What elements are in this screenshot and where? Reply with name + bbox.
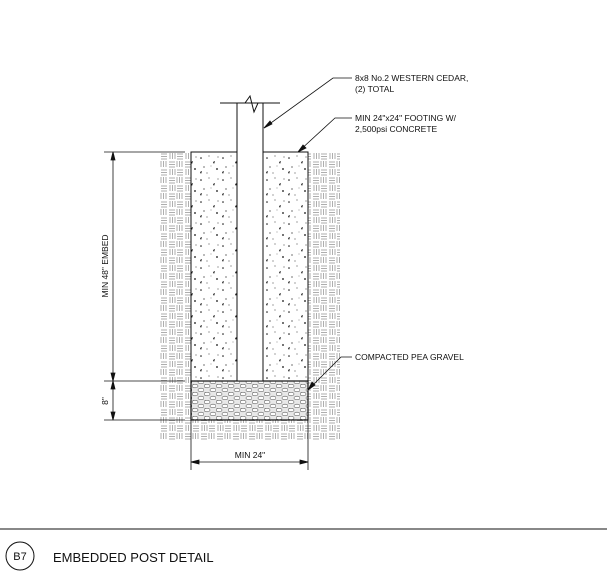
detail-title: EMBEDDED POST DETAIL — [53, 550, 214, 565]
vertical-dimensions — [104, 151, 185, 421]
post-note-line1: 8x8 No.2 WESTERN CEDAR, — [355, 73, 468, 83]
pea-gravel-base — [190, 380, 309, 421]
gravel-depth-dimension: 8" — [100, 397, 110, 405]
embed-dimension: MIN 48" EMBED — [100, 234, 110, 297]
title-block: B7 EMBEDDED POST DETAIL — [0, 528, 607, 571]
gravel-note: COMPACTED PEA GRAVEL — [355, 352, 464, 362]
leaders — [263, 77, 352, 391]
detail-marker — [5, 541, 35, 571]
width-dimension: MIN 24" — [235, 450, 265, 460]
post-note-line2: (2) TOTAL — [355, 84, 394, 94]
width-dimension-lines — [190, 420, 309, 470]
footing-note-line1: MIN 24"x24" FOOTING W/ — [355, 113, 457, 123]
footing-note-line2: 2,500psi CONCRETE — [355, 124, 438, 134]
soil-hatch — [160, 152, 340, 440]
detail-id: B7 — [13, 551, 26, 563]
wood-post — [220, 94, 280, 382]
